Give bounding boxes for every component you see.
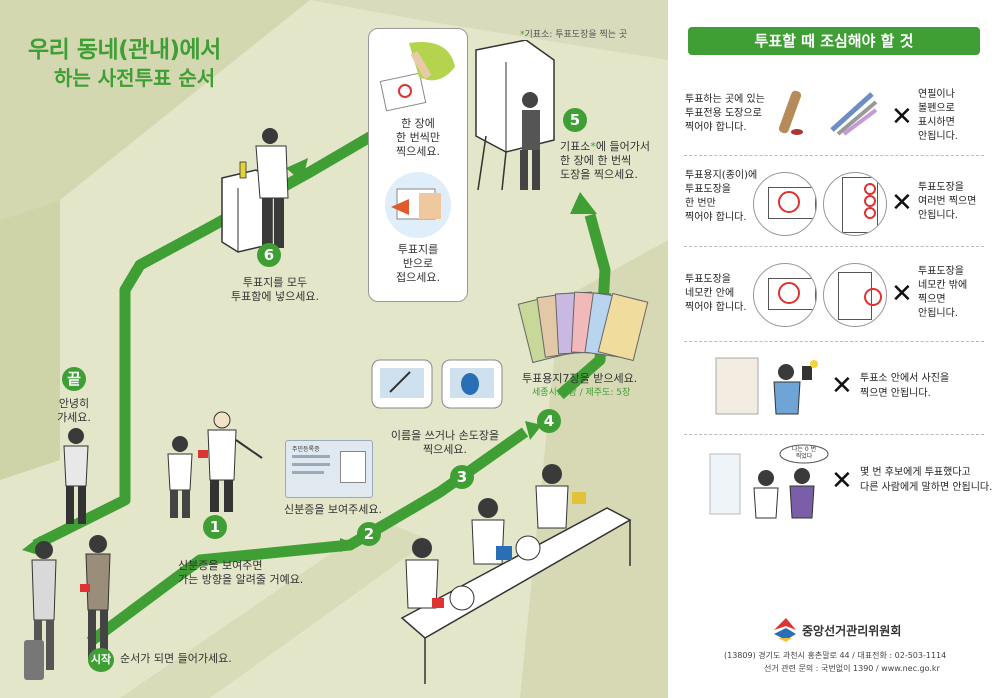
caution-1-right-line1: 연필이나 <box>918 89 955 100</box>
stamp-inside-box-icon <box>753 263 817 327</box>
step-4-subtext: 세종시: 4장 / 제주도: 5장 <box>532 388 631 398</box>
end-text-line1: 안녕히 <box>58 397 90 410</box>
caution-1-left-line2: 투표전용 도장으로 <box>685 108 762 119</box>
polling-staff-table-illustration <box>400 464 632 684</box>
correct-single-stamp-icon <box>753 172 817 236</box>
step-5-text-line3: 도장을 찍으세요. <box>560 168 638 181</box>
stamp-outside-box-icon <box>823 263 887 327</box>
caution-5-right-line1: 몇 번 후보에게 투표했다고 <box>860 467 971 478</box>
caution-1-x-mark: ✕ <box>891 102 913 132</box>
multiple-stamps-icon <box>823 172 887 236</box>
end-text-line2: 가세요. <box>57 411 91 424</box>
step-3-text-line1: 이름을 쓰거나 손도장을 <box>390 429 500 442</box>
caution-5-x-mark: ✕ <box>831 466 853 496</box>
photo-in-booth-illustration <box>715 357 818 415</box>
caution-3-left-line3: 찍어야 합니다. <box>685 302 747 313</box>
divider <box>684 155 984 156</box>
id-card-title: 주민등록증 <box>292 446 320 453</box>
address-text: (13809) 경기도 과천시 홍촌말로 44 / 대표전화 : 02-503-… <box>724 651 947 660</box>
caution-1-left-line1: 투표하는 곳에 있는 <box>685 94 765 105</box>
caution-1-left-line3: 찍어야 합니다. <box>685 122 747 133</box>
caution-2-right-line1: 투표도장을 <box>918 182 964 193</box>
step-1-badge: 1 <box>203 515 227 539</box>
voting-booth-illustration <box>475 40 555 191</box>
bubble-bottom-line3: 접으세요. <box>396 271 440 284</box>
step-5-text-line1: 기표소*에 들어가서 <box>560 140 650 153</box>
caution-3-right-line1: 투표도장을 <box>918 266 964 277</box>
caution-2-right-line3: 안됩니다. <box>918 210 958 221</box>
ballot-papers-illustration <box>517 291 649 364</box>
caution-2-right-line2: 여러번 찍으면 <box>918 196 977 207</box>
caution-2-left-line2: 투표도장을 <box>685 184 731 195</box>
step-4-badge: 4 <box>537 409 561 433</box>
bubble-top-line2: 한 번씩만 <box>396 131 440 144</box>
waiting-voters-illustration <box>24 535 111 680</box>
speech-bubble-text: 나는 0 번 찍었다 <box>791 446 817 460</box>
start-badge: 시작 <box>88 648 114 672</box>
caution-2-left-line1: 투표용지(종이)에 <box>685 170 758 181</box>
leaving-voter-illustration <box>63 428 89 524</box>
caution-5-right-line2: 다른 사람에게 말하면 안됩니다. <box>860 482 993 493</box>
voting-steps-panel: 우리 동네(관내)에서 하는 사전투표 순서 *기표소: 투표도장을 찍는 곳 … <box>0 0 668 698</box>
divider <box>684 246 984 247</box>
step-6-badge: 6 <box>257 243 281 267</box>
step-6-text-line1: 투표지를 모두 <box>242 276 308 289</box>
divider <box>684 434 984 435</box>
caution-3-right-line2: 네모칸 밖에 <box>918 280 968 291</box>
divider <box>684 341 984 342</box>
sign-or-thumbprint-illustration <box>371 359 503 409</box>
caution-3-x-mark: ✕ <box>891 279 913 309</box>
stamp-ballot-illustration <box>379 42 455 112</box>
bubble-top-line1: 한 장에 <box>401 117 435 130</box>
booth-footnote: *기표소: 투표도장을 찍는 곳 <box>520 30 628 40</box>
bubble-top-line3: 찍으세요. <box>396 145 440 158</box>
telling-vote-illustration <box>709 444 829 519</box>
caution-4-right-line2: 찍으면 안됩니다. <box>860 388 931 399</box>
id-card-illustration: 주민등록증 <box>285 440 373 498</box>
page-title-line1: 우리 동네(관내)에서 <box>28 37 221 63</box>
caution-1-right-line3: 표시하면 <box>918 117 955 128</box>
pencil-pen-icon <box>830 92 878 136</box>
tips-bubble: 한 장에 한 번씩만 찍으세요. 투표지를 반으로 접으세요. <box>368 28 468 302</box>
step-2-badge: 2 <box>357 522 381 546</box>
step-5-badge: 5 <box>563 108 587 132</box>
caution-2-left-line4: 찍어야 합니다. <box>685 212 747 223</box>
bubble-bottom-line2: 반으로 <box>402 257 434 270</box>
caution-2-x-mark: ✕ <box>891 188 913 218</box>
caution-3-right-line4: 안됩니다. <box>918 308 958 319</box>
guide-staff-illustration <box>167 411 263 518</box>
cautions-panel: 투표할 때 조심해야 할 것 투표하는 곳에 있는 투표전용 도장으로 찍어야 … <box>668 0 1000 698</box>
step-5-text-line2: 한 장에 한 번씩 <box>560 154 632 167</box>
caution-2-left-line3: 한 번만 <box>685 198 716 209</box>
step-3-text-line2: 찍으세요. <box>423 443 467 456</box>
step-4-text: 투표용지7장을 받으세요. <box>522 372 638 385</box>
caution-1-right-line2: 볼펜으로 <box>918 103 955 114</box>
step-1-text-line1: 신분증을 보여주면 <box>178 559 263 572</box>
ballot-box-illustration <box>221 128 289 253</box>
step-2-text: 신분증을 보여주세요. <box>283 503 383 516</box>
step-3-badge: 3 <box>450 465 474 489</box>
fold-ballot-illustration <box>385 172 451 238</box>
caution-1-right-line4: 안됩니다. <box>918 131 958 142</box>
bubble-bottom-line1: 투표지를 <box>397 243 439 256</box>
contact-text: 선거 관련 문의 : 국번없이 1390 / www.nec.go.kr <box>764 664 940 673</box>
caution-4-right-line1: 투표소 안에서 사진을 <box>860 373 950 384</box>
caution-3-right-line3: 찍으면 <box>918 294 946 305</box>
cautions-header: 투표할 때 조심해야 할 것 <box>688 27 980 55</box>
end-badge: 끝 <box>62 367 86 391</box>
page-title-line2: 하는 사전투표 순서 <box>54 66 216 90</box>
start-text: 순서가 되면 들어가세요. <box>120 652 232 665</box>
nec-logo-icon <box>774 618 796 642</box>
caution-4-x-mark: ✕ <box>831 371 853 401</box>
step-1-text-line2: 가는 방향을 알려줄 거예요. <box>178 573 304 586</box>
step-6-text-line2: 투표함에 넣으세요. <box>231 290 319 303</box>
organization-name: 중앙선거관리위원회 <box>802 624 902 638</box>
caution-3-left-line1: 투표도장을 <box>685 274 731 285</box>
stamp-tool-icon <box>778 90 803 135</box>
caution-3-left-line2: 네모칸 안에 <box>685 288 735 299</box>
